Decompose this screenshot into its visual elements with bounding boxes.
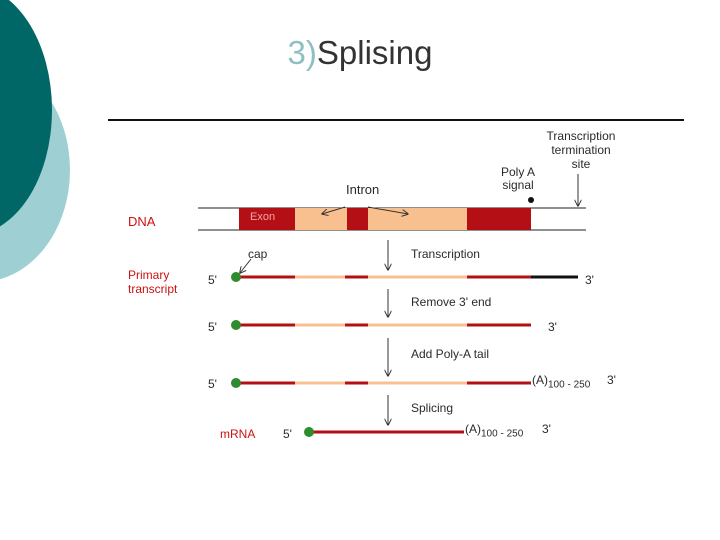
title-text: Splising [316,34,433,71]
three-prime-row1: 3' [585,273,594,287]
poly-a-text-row4: (A) [465,422,481,436]
primary-transcript-label: Primary transcript [128,268,177,297]
mrna-strand [304,427,464,437]
polyadenylated-transcript-strand [231,378,531,388]
dna-intron-2 [368,208,467,230]
intron-arrow-right [367,206,408,214]
primary-transcript-line2: transcript [128,282,178,297]
dna-exon-2 [347,208,368,230]
poly-a-text-row3: (A) [532,373,548,387]
decorative-teal-shapes [0,0,70,280]
cap-arrow [240,258,252,273]
step-label-add-poly-a: Add Poly-A tail [411,347,490,361]
step-label-transcription: Transcription [411,247,480,261]
poly-a-signal-line1: Poly A [500,165,536,179]
poly-a-tail-row3: (A)100 - 250 [532,374,590,390]
step-label-splicing: Splicing [411,401,454,415]
three-prime-row4: 3' [542,422,551,436]
poly-a-signal-dot [528,197,534,203]
exon-label: Exon [250,211,276,223]
dna-label: DNA [128,214,156,229]
intron-label: Intron [346,182,380,197]
three-prime-row3: 3' [607,373,616,387]
title-number: 3) [287,34,317,71]
five-prime-row1: 5' [208,273,217,287]
dna-bar [198,207,586,231]
termination-line2: termination [551,142,611,157]
dna-exon-1 [239,208,295,230]
poly-a-tail-row4: (A)100 - 250 [465,423,523,439]
primary-transcript-line1: Primary [128,268,170,282]
five-prime-row2: 5' [208,320,217,334]
slide-title: 3)Splising [0,34,720,72]
dna-exon-3 [467,208,531,230]
five-prime-row4: 5' [283,427,292,441]
three-prime-row2: 3' [548,320,557,334]
termination-site-label: Transcription termination site [536,129,626,171]
poly-a-range-row3: 100 - 250 [548,379,591,391]
five-prime-row3: 5' [208,377,217,391]
trimmed-transcript-strand [231,320,531,330]
termination-line1: Transcription [546,129,616,143]
cap-dot [231,272,241,282]
poly-a-signal-line2: signal [502,178,534,193]
step-label-remove-3-end: Remove 3' end [411,295,492,309]
termination-line3: site [571,156,591,171]
primary-transcript-strand [231,272,578,282]
poly-a-signal-label: Poly A signal [494,165,542,193]
dna-intron-1 [295,208,347,230]
intron-arrow-left [322,206,346,214]
poly-a-range-row4: 100 - 250 [481,428,524,440]
cap-label: cap [248,247,268,261]
mrna-label: mRNA [220,427,256,441]
